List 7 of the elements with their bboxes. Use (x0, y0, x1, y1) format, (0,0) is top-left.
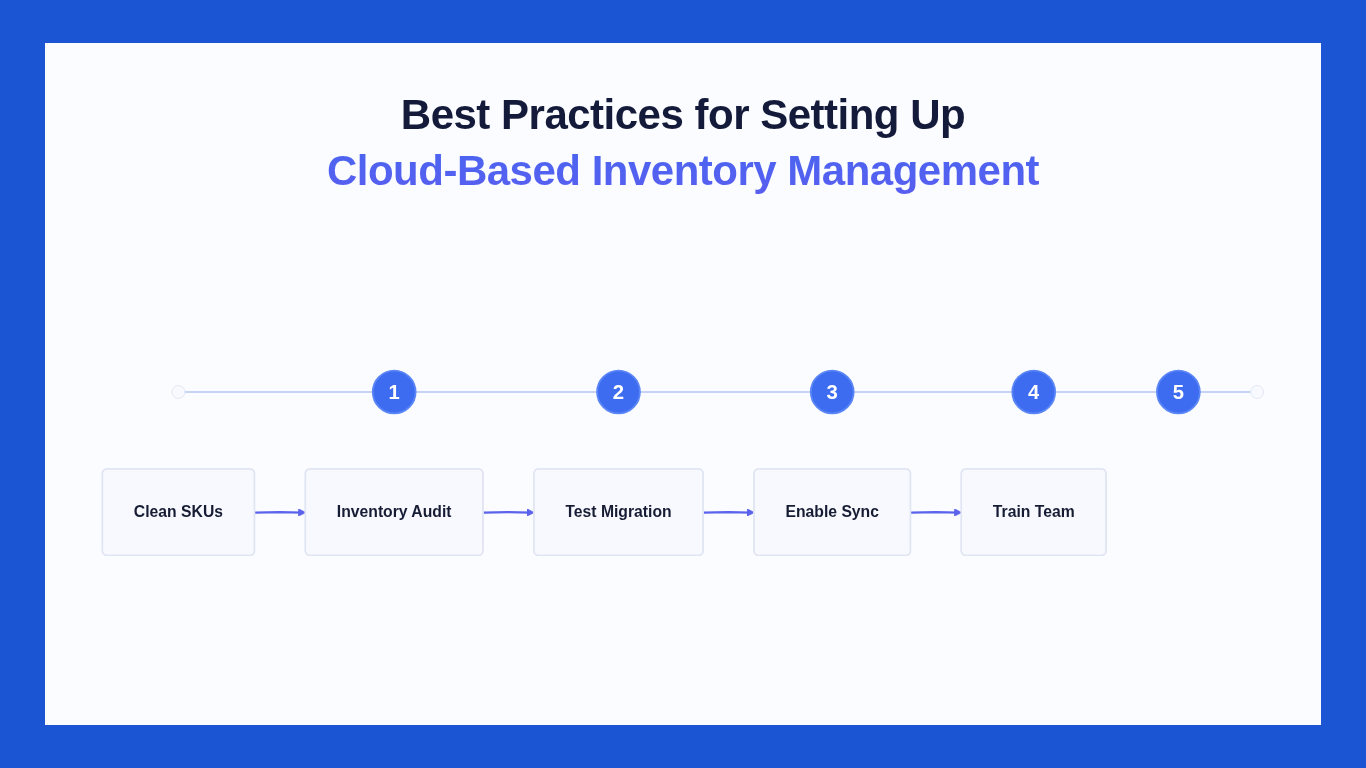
node-circle: 5 (1156, 369, 1201, 415)
node-circle: 1 (371, 369, 417, 415)
node-circle: 2 (596, 369, 641, 415)
node-circle: 3 (809, 369, 855, 415)
node-circle (1250, 385, 1265, 399)
node-circle: 4 (1011, 369, 1057, 415)
node-circle (171, 385, 186, 399)
